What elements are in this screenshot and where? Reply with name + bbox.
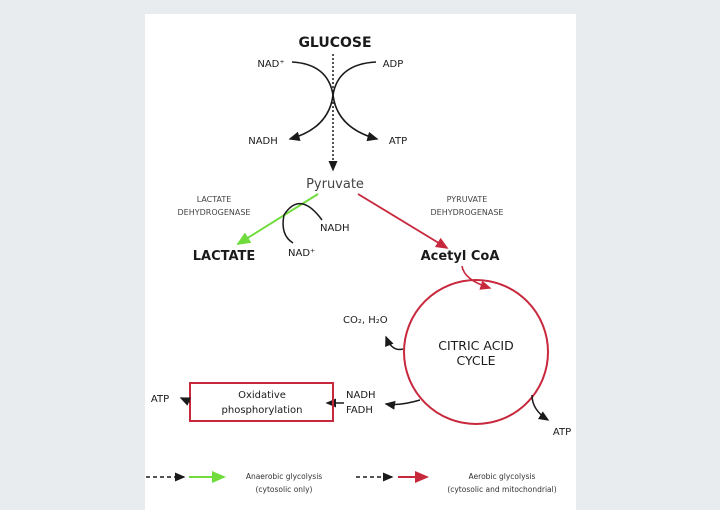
citric-acid-cycle-circle [403,279,549,425]
fadh-carrier-label: FADH [346,405,373,416]
atp-label: ATP [389,136,407,147]
co2-arrow [385,335,404,351]
adp-to-atp-arrow [332,61,379,142]
legend-anaerobic-line2: (cytosolic only) [256,485,313,494]
anaerobic-arrow [236,193,319,246]
oxphos-label-line2: phosphorylation [222,405,303,416]
adp-label: ADP [383,59,404,70]
oxphos-atp-arrow [179,397,192,406]
acetyl-coa-to-cycle-arrow [461,265,492,290]
nad-plus-label: NAD⁺ [257,59,284,70]
pdh-label-line2: DEHYDROGENASE [431,208,504,217]
cycle-label-line1: CITRIC ACID [438,338,514,353]
legend-aerobic-line1: Aerobic glycolysis [469,472,536,481]
oxphos-label-line1: Oxidative [238,390,286,401]
cycle-atp-label: ATP [553,427,571,438]
glucose-label: GLUCOSE [298,35,371,51]
aerobic-arrow [357,193,449,249]
ldh-label-line2: DEHYDROGENASE [178,208,251,217]
legend-aerobic: Aerobic glycolysis (cytosolic and mitoch… [356,471,557,494]
legend-anaerobic-line1: Anaerobic glycolysis [246,472,322,481]
cycle-atp-arrow [531,394,550,421]
nadh-carrier-label: NADH [346,390,376,401]
nadh-label: NADH [248,136,278,147]
ldh-nad-label: NAD⁺ [288,248,315,259]
nadh-cofactor-arc [282,203,323,244]
ldh-nadh-label: NADH [320,223,350,234]
acetyl-coa-label: Acetyl CoA [421,249,500,264]
oxphos-atp-label: ATP [151,394,169,405]
lactate-label: LACTATE [193,249,256,264]
legend-anaerobic: Anaerobic glycolysis (cytosolic only) [146,471,322,494]
co2-h2o-label: CO₂, H₂O [343,315,388,326]
pyruvate-label: Pyruvate [306,177,364,192]
cycle-label-line2: CYCLE [456,353,495,368]
diagram-panel [145,14,576,510]
pdh-label-line1: PYRUVATE [447,195,488,204]
legend-aerobic-line2: (cytosolic and mitochondrial) [447,485,556,494]
carriers-arrow [384,399,421,410]
ldh-label-line1: LACTATE [197,195,232,204]
